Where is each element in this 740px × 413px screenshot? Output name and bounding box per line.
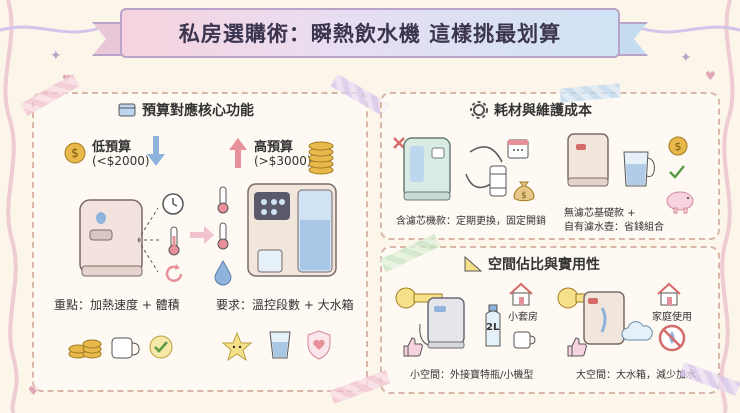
thermometer-icon [217, 186, 229, 214]
low-budget-label: 低預算 [92, 140, 132, 155]
coins-pile-icon [68, 339, 102, 359]
thumbs-up-icon [567, 337, 587, 357]
budget-section-title: 預算對應核心功能 [118, 100, 254, 120]
mug-icon [111, 337, 140, 359]
coin-icon: $ [668, 136, 688, 156]
star-character-icon [221, 331, 253, 362]
compact-dispenser-illustration [419, 297, 465, 349]
water-glass-icon [269, 331, 291, 359]
down-arrow-icon [147, 136, 165, 166]
page-title: 私房選購術：瞬熱飲水機 這樣挑最划算 [178, 22, 562, 46]
svg-text:♥: ♥ [28, 384, 39, 398]
thermometer-icon [168, 226, 180, 256]
svg-text:✦: ✦ [50, 48, 62, 64]
ruler-triangle-icon [464, 255, 483, 272]
svg-text:✦: ✦ [680, 50, 692, 66]
space-section-title: 空間佔比與實用性 [464, 254, 600, 274]
water-bottle-icon [485, 304, 501, 347]
title-banner: 私房選購術：瞬熱飲水機 這樣挑最划算 [120, 8, 620, 58]
water-pitcher-icon [623, 151, 655, 187]
up-arrow-icon [229, 138, 247, 168]
refresh-icon [165, 264, 183, 282]
filter-cartridge-icon [489, 165, 507, 197]
filter-dispenser-illustration [403, 137, 451, 201]
house-icon [509, 282, 533, 306]
piggy-bank-icon [666, 191, 694, 214]
money-bag-icon: $ [513, 181, 535, 202]
coin-stack-icon [308, 141, 334, 175]
small-water-dispenser-illustration [79, 199, 143, 277]
dashed-connector [137, 207, 162, 273]
mug-icon [513, 331, 536, 349]
high-budget-label: 高預算 [254, 140, 294, 155]
water-drop-icon [214, 259, 232, 286]
cost-section-title: 耗材與維護成本 [470, 100, 592, 120]
high-budget-range: (>$3000) [254, 154, 312, 168]
checkmark-icon [149, 335, 173, 359]
calendar-icon [507, 139, 529, 159]
svg-text:$: $ [71, 146, 79, 160]
cross-icon [393, 137, 405, 149]
svg-text:♥: ♥ [705, 69, 716, 83]
coin-icon: $ [64, 142, 86, 164]
small-room-label: 小套房 [508, 312, 538, 323]
wallet-icon [118, 103, 136, 117]
svg-text:$: $ [675, 140, 682, 153]
house-icon [657, 282, 681, 306]
high-budget-focus: 要求：溫控段數 + 大水箱 [216, 298, 354, 312]
large-water-dispenser-illustration [247, 183, 337, 277]
svg-text:$: $ [521, 191, 527, 201]
shield-heart-icon [307, 330, 331, 360]
tall-dispenser-illustration [583, 291, 625, 345]
filtered-caption: 含濾芯機款：定期更換，固定開銷 [396, 216, 546, 227]
pink-arrow-right-icon [190, 226, 214, 244]
bottle-size-label: 2L [486, 322, 500, 333]
low-budget-focus: 重點：加熱速度 + 體積 [54, 298, 180, 312]
cloud-character-icon [621, 321, 653, 341]
unfiltered-caption-2: 自有濾水壺：省錢組合 [564, 222, 664, 233]
small-space-caption: 小空間：外接寶特瓶/小機型 [410, 370, 534, 381]
thermometer-icon [217, 222, 229, 250]
checkmark-icon [669, 165, 685, 179]
basic-dispenser-illustration [567, 133, 609, 187]
unfiltered-caption-1: 無濾芯基礎款 + [564, 208, 636, 219]
no-refill-icon [658, 324, 686, 352]
timer-icon [162, 193, 184, 215]
low-budget-range: (<$2000) [92, 154, 150, 168]
gear-icon [470, 101, 488, 119]
family-label: 家庭使用 [652, 312, 692, 323]
large-space-caption: 大空間：大水箱，減少加水 [576, 370, 696, 381]
thumbs-up-icon [403, 337, 423, 357]
